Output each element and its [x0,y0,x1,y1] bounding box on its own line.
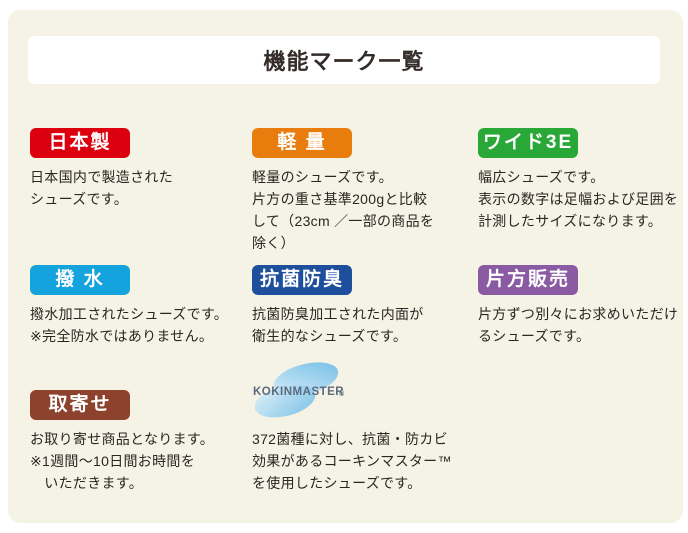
kokinmaster-logo: KOKINMASTER ® [253,362,345,418]
feature-description: 軽量のシューズです。 片方の重さ基準200gと比較 して（23cm ／一部の商品… [252,169,435,251]
feature-item-antibacterial-deodorant: 抗菌防臭 抗菌防臭加工された内面が 衛生的なシューズです。 [252,265,478,362]
feature-item-wide-3e: ワイド3E 幅広シューズです。 表示の数字は足幅および足囲を 計測したサイズにな… [478,128,688,265]
page-title: 機能マーク一覧 [263,49,425,74]
feature-description: お取り寄せ商品となります。 ※1週間〜10日間お時間を いただきます。 [30,431,215,491]
feature-item-made-in-japan: 日本製 日本国内で製造された シューズです。 [30,128,252,265]
feature-description: 抗菌防臭加工された内面が 衛生的なシューズです。 [252,306,424,344]
feature-item-lightweight: 軽 量 軽量のシューズです。 片方の重さ基準200gと比較 して（23cm ／一… [252,128,478,265]
feature-description: 片方ずつ別々にお求めいただけ るシューズです。 [478,306,679,344]
feature-description: 372菌種に対し、抗菌・防カビ 効果があるコーキンマスター™ を使用したシューズ… [252,431,452,491]
badge-single-foot-sale: 片方販売 [478,265,578,295]
page-title-bar: 機能マーク一覧 [28,36,660,84]
badge-lightweight: 軽 量 [252,128,352,158]
registered-trademark-icon: ® [339,390,345,398]
badge-antibacterial-deodorant: 抗菌防臭 [252,265,352,295]
kokinmaster-logo-ellipse-bottom [254,384,316,418]
feature-grid: 日本製 日本国内で製造された シューズです。 軽 量 軽量のシューズです。 片方… [30,128,688,494]
kokinmaster-logo-text: KOKINMASTER [253,386,344,398]
feature-item-kokinmaster: KOKINMASTER ® 372菌種に対し、抗菌・防カビ 効果があるコーキンマ… [252,362,478,494]
badge-backorder: 取寄せ [30,390,130,420]
badge-water-repellent: 撥 水 [30,265,130,295]
feature-marks-panel: 機能マーク一覧 日本製 日本国内で製造された シューズです。 軽 量 軽量のシュ… [8,10,683,523]
feature-description: 幅広シューズです。 表示の数字は足幅および足囲を 計測したサイズになります。 [478,169,679,229]
badge-wide-3e: ワイド3E [478,128,578,158]
feature-description: 日本国内で製造された シューズです。 [30,169,173,207]
feature-item-water-repellent: 撥 水 撥水加工されたシューズです。 ※完全防水ではありません。 [30,265,252,362]
feature-item-backorder: 取寄せ お取り寄せ商品となります。 ※1週間〜10日間お時間を いただきます。 [30,362,252,494]
feature-description: 撥水加工されたシューズです。 ※完全防水ではありません。 [30,306,229,344]
feature-item-single-foot-sale: 片方販売 片方ずつ別々にお求めいただけ るシューズです。 [478,265,688,362]
badge-made-in-japan: 日本製 [30,128,130,158]
